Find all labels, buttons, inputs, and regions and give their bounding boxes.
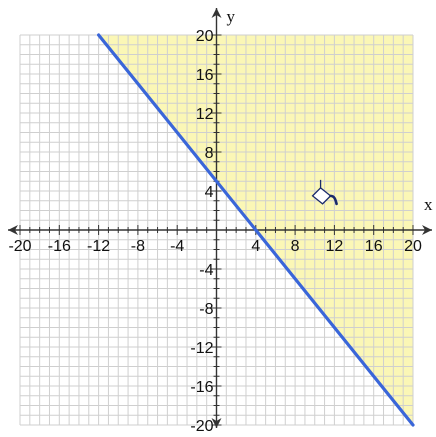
x-tick-label: 8: [291, 238, 300, 255]
x-tick-label: -4: [170, 238, 184, 255]
y-tick-label: 12: [196, 106, 214, 123]
y-axis-arrow: [211, 8, 222, 18]
y-tick-label: -12: [190, 340, 213, 357]
y-tick-label: 8: [205, 145, 214, 162]
x-tick-label: -16: [48, 238, 71, 255]
y-axis-label: y: [227, 7, 236, 26]
y-tick-label: -8: [199, 301, 213, 318]
y-tick-label: 16: [196, 67, 214, 84]
y-tick-label: 4: [205, 184, 214, 201]
series-lines: [96, 33, 415, 427]
boundary-line: [96, 33, 415, 427]
x-tick-label: -12: [87, 238, 110, 255]
x-tick-label: 4: [251, 238, 260, 255]
x-tick-label: 12: [326, 238, 344, 255]
x-tick-label: 20: [404, 238, 422, 255]
paint-bucket-icon[interactable]: [311, 179, 338, 206]
bucket-drip: [329, 194, 338, 206]
tick-marks: [19, 34, 414, 426]
y-tick-label: -4: [199, 262, 213, 279]
x-tick-label: 16: [365, 238, 383, 255]
x-axis-arrow: [422, 225, 432, 235]
x-tick-label: -8: [131, 238, 145, 255]
x-axis-label: x: [424, 195, 433, 214]
y-tick-label: -16: [190, 379, 213, 396]
x-tick-label: -20: [8, 238, 31, 255]
y-tick-label: -20: [190, 418, 213, 432]
y-tick-label: 20: [196, 28, 214, 45]
x-axis-arrow-left: [8, 225, 18, 235]
y-axis-arrow-down: [211, 418, 222, 428]
